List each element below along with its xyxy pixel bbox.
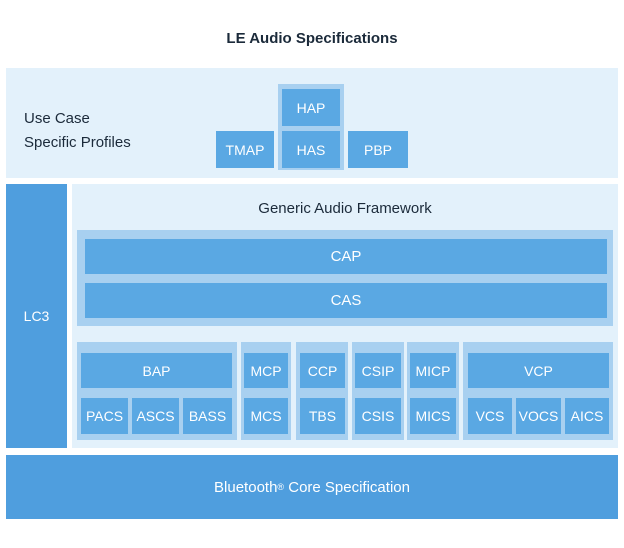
ccp-box: CCP (300, 353, 345, 388)
gaf-title: Generic Audio Framework (258, 200, 432, 217)
has-box: HAS (282, 131, 340, 168)
csis-box: CSIS (355, 398, 401, 434)
use-case-label-line1: Use Case (24, 110, 90, 127)
pacs-box: PACS (81, 398, 128, 434)
cap-box: CAP (85, 239, 607, 274)
mcp-box: MCP (244, 353, 288, 388)
aics-box: AICS (565, 398, 609, 434)
bluetooth-core-spec-box: Bluetooth® Core Specification (6, 455, 618, 519)
use-case-label: Use Case Specific Profiles (24, 107, 131, 155)
micp-box: MICP (410, 353, 456, 388)
pbp-box: PBP (348, 131, 408, 168)
bass-box: BASS (183, 398, 232, 434)
vocs-box: VOCS (516, 398, 561, 434)
vcp-box: VCP (468, 353, 609, 388)
lc3-box: LC3 (6, 184, 67, 448)
mics-box: MICS (410, 398, 456, 434)
csip-box: CSIP (355, 353, 401, 388)
hap-box: HAP (282, 89, 340, 126)
core-label-prefix: Bluetooth (214, 478, 278, 496)
tbs-box: TBS (300, 398, 345, 434)
mcs-box: MCS (244, 398, 288, 434)
core-label-suffix: Core Specification (284, 478, 410, 496)
ascs-box: ASCS (132, 398, 179, 434)
tmap-box: TMAP (216, 131, 274, 168)
bap-box: BAP (81, 353, 232, 388)
cas-box: CAS (85, 283, 607, 318)
use-case-label-line2: Specific Profiles (24, 134, 131, 151)
diagram-title: LE Audio Specifications (226, 30, 398, 47)
vcs-box: VCS (468, 398, 512, 434)
